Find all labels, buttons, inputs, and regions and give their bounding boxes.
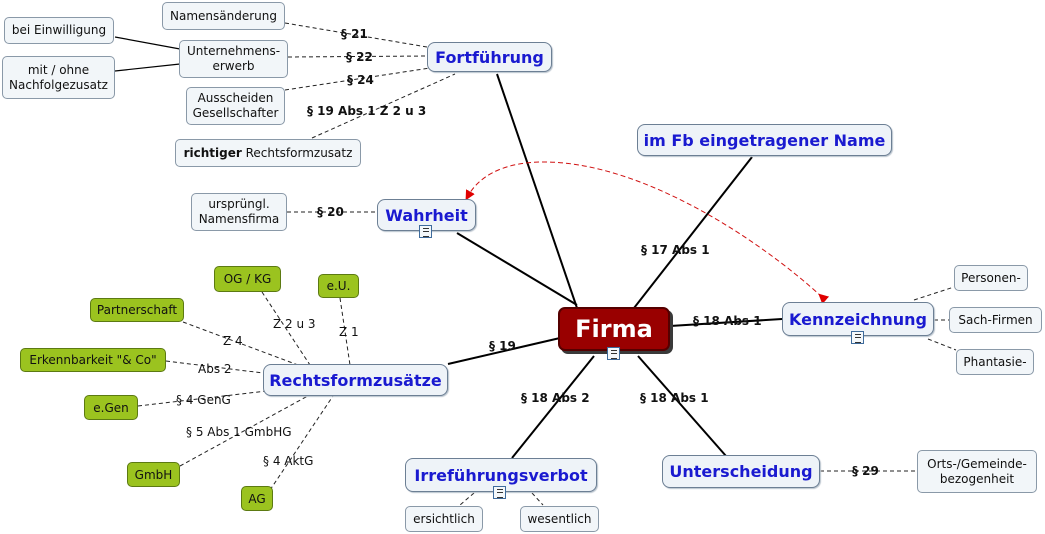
label-p24: § 24 <box>347 73 374 87</box>
edge-firma-fb-name <box>633 156 753 309</box>
sub-einwilligung[interactable]: bei Einwilligung <box>4 17 114 44</box>
label-p19-z: § 19 Abs 1 Z 2 u 3 <box>307 104 427 118</box>
topic-irrefuehrungsverbot[interactable]: Irreführungsverbot <box>405 458 597 492</box>
label-p17: § 17 Abs 1 <box>641 243 710 257</box>
label-p21: § 21 <box>341 27 368 41</box>
central-topic-firma[interactable]: Firma <box>558 307 670 351</box>
label-p19: § 19 <box>489 339 516 353</box>
edge-firma-irrefuehrung <box>511 355 595 459</box>
central-label: Firma <box>575 315 653 343</box>
topic-fb-name[interactable]: im Fb eingetragener Name <box>637 124 892 156</box>
edge-gmbh <box>179 391 316 467</box>
label-p29: § 29 <box>852 464 879 478</box>
sub-unternehmenserwerb[interactable]: Unternehmens- erwerb <box>179 40 288 78</box>
sub-ortsbezogenheit[interactable]: Orts-/Gemeinde- bezogenheit <box>917 450 1037 493</box>
edge-og-kg <box>261 291 311 366</box>
note-icon[interactable] <box>851 331 864 344</box>
edge-firma-wahrheit <box>456 232 578 306</box>
edge-egen <box>137 389 276 407</box>
edge-unternehmenserwerb <box>287 55 428 58</box>
sub-ausscheiden[interactable]: Ausscheiden Gesellschafter <box>186 87 285 125</box>
sub-wesentlich[interactable]: wesentlich <box>520 506 599 532</box>
label-p20: § 20 <box>317 205 344 219</box>
sub-phantasie[interactable]: Phantasie- <box>956 349 1034 375</box>
label-p18-abs1-unter: § 18 Abs 1 <box>640 391 709 405</box>
edge-ausscheiden <box>284 67 431 91</box>
edge-einwilligung <box>114 36 181 50</box>
topic-unterscheidung[interactable]: Unterscheidung <box>662 455 820 488</box>
form-gmbh[interactable]: GmbH <box>127 462 180 487</box>
edge-wesentlich <box>531 492 544 506</box>
form-eu[interactable]: e.U. <box>318 274 359 298</box>
form-egen[interactable]: e.Gen <box>84 395 138 420</box>
edge-phantasie <box>927 338 957 351</box>
relationship-arrow <box>465 161 830 305</box>
sub-ersichtlich[interactable]: ersichtlich <box>405 506 483 532</box>
edge-nachfolgezusatz <box>114 63 181 72</box>
topic-kennzeichnung[interactable]: Kennzeichnung <box>782 302 934 336</box>
edge-eu <box>339 297 351 366</box>
sub-namensaenderung[interactable]: Namensänderung <box>162 2 285 30</box>
label-z1: Z 1 <box>339 325 359 339</box>
edge-personen <box>913 286 955 301</box>
sub-personen[interactable]: Personen- <box>954 265 1028 291</box>
edge-firma-fortfuehrung <box>496 73 578 309</box>
sub-namensfirma[interactable]: ursprüngl. Namensfirma <box>191 193 287 231</box>
label-aktg: § 4 AktG <box>263 454 314 468</box>
form-erkennbarkeit-co[interactable]: Erkennbarkeit "& Co" <box>20 348 166 372</box>
edge-richtiger <box>311 73 456 139</box>
edge-namensaenderung <box>284 22 428 48</box>
edge-firma-kennzeichnung <box>669 318 783 327</box>
label-z23: Z 2 u 3 <box>273 317 316 331</box>
form-ag[interactable]: AG <box>241 486 273 511</box>
edge-ersichtlich <box>459 492 475 506</box>
note-icon[interactable] <box>607 347 620 360</box>
label-p22: § 22 <box>346 50 373 64</box>
edge-firma-rechtsform <box>447 337 561 365</box>
topic-fortfuehrung[interactable]: Fortführung <box>427 42 552 72</box>
sub-richtiger-rechtsformzusatz[interactable]: richtiger Rechtsformzusatz <box>175 139 361 167</box>
note-icon[interactable] <box>493 486 506 499</box>
form-og-kg[interactable]: OG / KG <box>214 266 281 292</box>
label-geng: § 4 GenG <box>176 393 231 407</box>
topic-rechtsformzusaetze[interactable]: Rechtsformzusätze <box>263 364 448 396</box>
sub-sach-firmen[interactable]: Sach-Firmen <box>949 307 1042 333</box>
label-p18-abs1-kennz: § 18 Abs 1 <box>693 314 762 328</box>
sub-nachfolgezusatz[interactable]: mit / ohne Nachfolgezusatz <box>2 56 115 99</box>
label-gmbhg: § 5 Abs 1 GmbHG <box>186 425 292 439</box>
note-icon[interactable] <box>419 225 432 238</box>
edge-ag <box>269 392 336 491</box>
form-partnerschaft[interactable]: Partnerschaft <box>90 298 184 322</box>
label-abs2: Abs 2 <box>198 362 232 376</box>
edge-erkennbarkeit <box>165 360 264 374</box>
label-p18-abs2: § 18 Abs 2 <box>521 391 590 405</box>
edge-firma-unterscheidung <box>637 355 727 457</box>
label-z4: Z 4 <box>223 334 243 348</box>
